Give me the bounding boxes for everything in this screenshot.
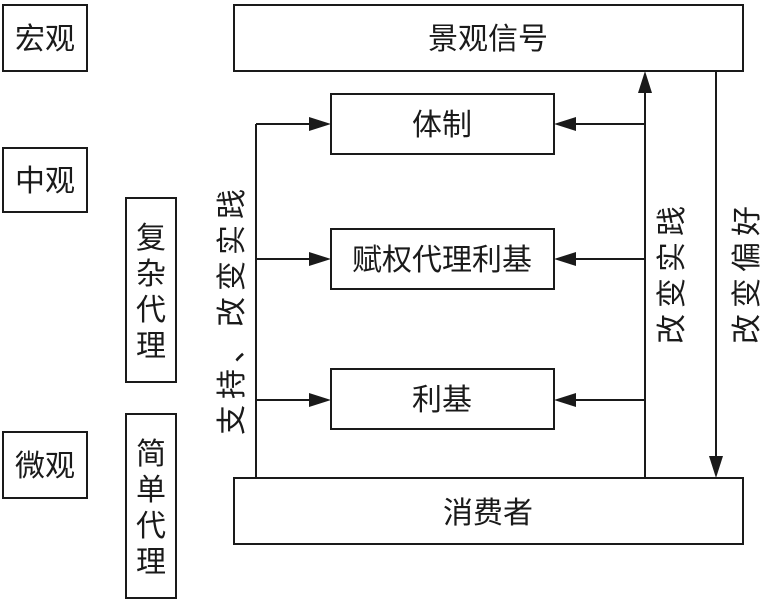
level-micro-label: 微观 <box>15 449 75 484</box>
complex-agency-char: 理 <box>136 329 166 364</box>
change-preference-char: 好 <box>730 206 765 236</box>
change-practice-connector <box>554 71 652 478</box>
landscape-signal-node: 景观信号 <box>233 4 744 72</box>
arrow-head-down <box>709 456 723 478</box>
support-change-char: 改 <box>215 297 250 327</box>
level-macro-label: 宏观 <box>15 22 75 57</box>
arrow-head-right <box>309 393 331 407</box>
consumer-label: 消费者 <box>443 496 533 531</box>
change-preference-char: 改 <box>730 314 765 344</box>
arrow-head-left <box>554 252 576 266</box>
level-meso: 中观 <box>2 147 88 213</box>
level-macro: 宏观 <box>2 4 88 72</box>
arrow-head-left <box>554 117 576 131</box>
support-change-char: 支 <box>215 405 250 435</box>
arrow-head-right <box>309 117 331 131</box>
change-practice-char: 变 <box>655 278 690 308</box>
complex-agency-char: 代 <box>136 293 166 328</box>
change-preference-char: 偏 <box>730 242 765 272</box>
simple-agency-char: 代 <box>136 509 166 544</box>
institution-node: 体制 <box>330 93 555 155</box>
simple-agency-char: 简 <box>136 437 166 472</box>
support-change-connector <box>255 117 331 478</box>
change-practice-char: 实 <box>655 242 690 272</box>
support-change-char: 持 <box>215 369 250 399</box>
change-practice-label: 改 变 实 践 <box>655 206 690 344</box>
change-preference-char: 变 <box>730 278 765 308</box>
arrow-head-left <box>554 393 576 407</box>
niche-node: 利基 <box>330 368 555 430</box>
support-change-char: 实 <box>215 225 250 255</box>
change-preference-label: 改 变 偏 好 <box>730 206 765 344</box>
support-change-char: 践 <box>215 189 250 219</box>
support-change-char: 、 <box>215 333 250 363</box>
change-practice-char: 改 <box>655 314 690 344</box>
landscape-signal-label: 景观信号 <box>428 22 548 57</box>
level-micro: 微观 <box>2 431 88 499</box>
complex-agency-box: 复 杂 代 理 <box>125 197 177 383</box>
arrow-head-up <box>638 71 652 93</box>
complex-agency-char: 复 <box>136 221 166 256</box>
support-change-char: 变 <box>215 261 250 291</box>
change-practice-char: 践 <box>655 206 690 236</box>
empowered-agent-label: 赋权代理利基 <box>352 243 532 278</box>
empowered-agent-node: 赋权代理利基 <box>330 228 555 290</box>
simple-agency-box: 简 单 代 理 <box>125 413 177 599</box>
complex-agency-char: 杂 <box>136 257 166 292</box>
institution-label: 体制 <box>412 108 472 143</box>
consumer-node: 消费者 <box>233 477 744 545</box>
arrow-head-right <box>309 252 331 266</box>
simple-agency-char: 单 <box>136 473 166 508</box>
level-meso-label: 中观 <box>15 164 75 199</box>
support-change-label: 支 持 、 改 变 实 践 <box>215 189 250 435</box>
change-preference-connector <box>709 71 723 478</box>
niche-label: 利基 <box>412 383 472 418</box>
simple-agency-char: 理 <box>136 545 166 580</box>
